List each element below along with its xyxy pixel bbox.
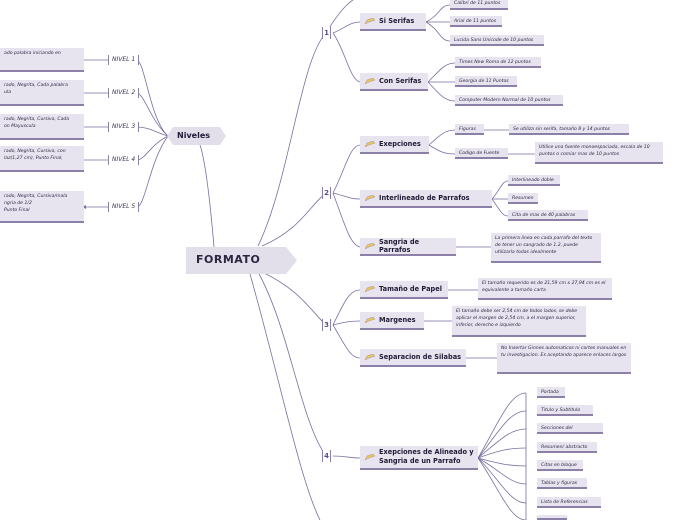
leaf-times: Times New Roma de 12 puntos <box>455 57 541 68</box>
leaf-referencias: Lista de Referencias <box>537 497 601 508</box>
root-node[interactable]: FORMATO <box>186 247 297 274</box>
leaf-portada: Portada <box>537 387 565 398</box>
nivel-4-label[interactable]: NIVEL 4 <box>108 155 140 165</box>
niveles-node[interactable]: Niveles <box>167 127 226 145</box>
leaf-resumen: Resumen <box>508 193 538 204</box>
pencil-icon <box>365 18 375 24</box>
leaf-codigo-desc: Utilice una fuente monoespaciada, escala… <box>535 142 663 164</box>
nivel-5-desc: rado, Negrita, Cursiva/mala ngria de 1/2… <box>0 191 84 223</box>
pencil-icon <box>365 317 375 323</box>
leaf-interlineado-doble: Interlineado doble <box>508 175 560 186</box>
topic-tamano[interactable]: Tamaño de Papel <box>360 281 448 299</box>
section-2-number[interactable]: 2 <box>322 187 331 199</box>
nivel-2-desc: rado, Negrita, Cada palabra ula <box>0 80 84 106</box>
nivel-3-desc: rado, Negrita, Cursiva, Cada on Mayuscul… <box>0 114 84 140</box>
pencil-icon <box>365 141 375 147</box>
nivel-1-desc: ado palabra iniciando en <box>0 48 84 72</box>
leaf-lucida: Lucida Sans Unicode de 10 puntos <box>450 35 544 46</box>
nivel-2-label[interactable]: NIVEL 2 <box>108 88 140 98</box>
topic-sangria[interactable]: Sangria de Parrafos <box>360 238 456 256</box>
section-1-number[interactable]: 1 <box>322 27 331 39</box>
leaf-cut-off <box>537 515 567 520</box>
topic-margenes[interactable]: Margenes <box>360 312 424 330</box>
pencil-icon <box>365 243 375 249</box>
pencil-icon <box>365 78 375 84</box>
topic-alineado[interactable]: Exepciones de Alineado y Sangria de un P… <box>360 446 478 470</box>
nivel-1-label[interactable]: NIVEL 1 <box>108 55 140 65</box>
root-label: FORMATO <box>196 253 261 266</box>
topic-con-serifas[interactable]: Con Serifas <box>360 73 428 91</box>
leaf-secciones: Secciones del documento <box>537 423 603 434</box>
nivel-3-label[interactable]: NIVEL 3 <box>108 122 140 132</box>
niveles-shape <box>167 127 226 145</box>
leaf-tablas: Tablas y figuras <box>537 478 587 489</box>
leaf-titulo: Titulo y Subtitulo <box>537 405 593 416</box>
leaf-codigo: Codigo de Fuente <box>455 148 508 159</box>
leaf-citas-bloque: Citas en bloque <box>537 460 583 471</box>
topic-interlineado[interactable]: Interlineado de Parrafos <box>360 190 492 208</box>
leaf-resumen-abs: Resumen/ abstracto <box>537 442 597 453</box>
topic-sin-serifas[interactable]: Si Serifas <box>360 13 426 31</box>
nivel-5-label[interactable]: NIVEL 5 <box>108 202 140 212</box>
root-shape <box>186 247 297 274</box>
leaf-separacion-desc: No Insertar Ginnes automaticos ni cortes… <box>497 343 631 374</box>
leaf-margenes-desc: El tamaño debe ser 2,54 cm de todos lado… <box>452 306 586 337</box>
nivel-4-desc: rado, Negrita, Cursiva, con laz(1,27 cm)… <box>0 146 84 172</box>
pencil-icon <box>365 454 375 460</box>
niveles-label: Niveles <box>177 131 211 140</box>
leaf-citas40: Cita de mas de 40 palabras <box>508 210 588 221</box>
pencil-icon <box>365 195 375 201</box>
leaf-figuras-desc: Se utiliza sin serifa, tamaño 8 y 14 pun… <box>509 124 629 135</box>
leaf-georgia: Georgia de 11 Puntos <box>455 76 517 87</box>
leaf-computer: Computer Modern Normal de 10 puntos <box>455 95 563 106</box>
leaf-tamano-desc: El tamaño requerido es de 21,59 cm x 27,… <box>478 278 612 300</box>
pencil-icon <box>365 354 375 360</box>
leaf-arial: Arial de 11 puntos <box>450 16 502 27</box>
leaf-calibri: Calibri de 11 puntos <box>450 0 508 10</box>
topic-separacion[interactable]: Separacion de Silabas <box>360 349 466 367</box>
pencil-icon <box>365 286 375 292</box>
section-3-number[interactable]: 3 <box>322 319 331 331</box>
topic-excepciones[interactable]: Exepciones <box>360 136 429 154</box>
section-4-number[interactable]: 4 <box>322 450 331 462</box>
leaf-sangria-desc: La primera linea en cada parrafo del tex… <box>491 233 601 263</box>
leaf-figuras: Figuras <box>455 124 484 135</box>
